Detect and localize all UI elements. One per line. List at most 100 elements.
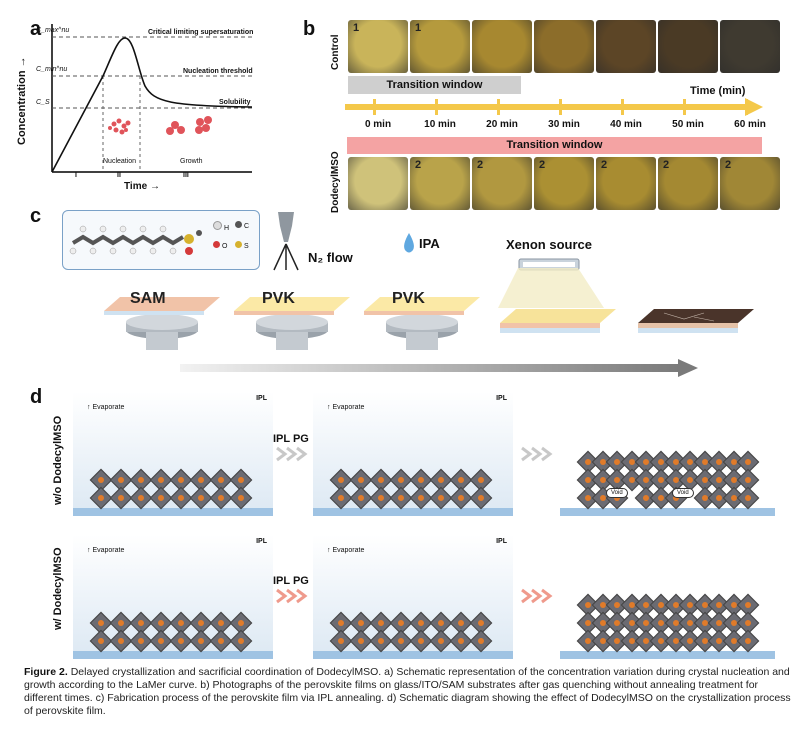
schematic-box-5 [560, 535, 775, 659]
process-arrow [180, 359, 698, 377]
caption-text: Delayed crystallization and sacrificial … [24, 666, 791, 717]
lead-atom [176, 493, 186, 503]
substrate-floor [560, 508, 775, 516]
lead-atom [156, 493, 166, 503]
lead-atom [196, 493, 206, 503]
stage-3-label: III [183, 172, 189, 179]
lead-atom [336, 636, 346, 646]
control-row-label: Control [330, 34, 341, 70]
lead-atom [176, 636, 186, 646]
timeline-arrow [345, 98, 763, 116]
time-axis-title: Time (min) [690, 85, 746, 97]
lead-atom [416, 475, 426, 485]
legend-h: H [213, 221, 229, 232]
xenon-light-beam [498, 268, 604, 308]
lead-atom [196, 636, 206, 646]
lead-atom [476, 636, 486, 646]
lead-atom [396, 475, 406, 485]
c-min-label: C_min^nu [36, 66, 68, 73]
caption-label: Figure 2. [24, 666, 68, 678]
ipl-label: IPL [256, 395, 267, 402]
pvk-layer-label-2: PVK [392, 290, 425, 307]
growth-region-label: Growth [180, 158, 203, 165]
control-photo-3 [534, 20, 594, 73]
legend-s: S [235, 241, 249, 250]
lead-atom [96, 618, 106, 628]
panel-a-letter: a [30, 18, 42, 40]
panel-b-letter: b [303, 18, 316, 40]
panel-d-letter: d [30, 386, 43, 408]
lead-atom [376, 493, 386, 503]
lead-atom [456, 618, 466, 628]
lead-atom [216, 475, 226, 485]
dodecyl-photo-0 [348, 157, 408, 210]
dodecyl-photo-mark: 2 [539, 159, 546, 171]
control-photo-6 [720, 20, 780, 73]
substrate-floor [73, 508, 273, 516]
lead-atom [744, 600, 753, 610]
lead-atom [744, 457, 753, 467]
lead-atom [436, 636, 446, 646]
lead-atom [376, 636, 386, 646]
chevron-arrow-top-1 [276, 446, 308, 462]
dodecyl-photo-mark: 2 [663, 159, 670, 171]
figure-caption: Figure 2. Delayed crystallization and sa… [24, 666, 794, 718]
lead-atom [156, 618, 166, 628]
lead-atom [216, 636, 226, 646]
lead-atom [136, 475, 146, 485]
with-dodecyl-label: w/ DodecylMSO [52, 547, 64, 630]
c-max-label: C_max^nu [36, 27, 70, 34]
without-dodecyl-label: w/o DodecylMSO [52, 415, 64, 505]
lead-atom [336, 618, 346, 628]
ipl-pg-label-bottom: IPL PG [273, 575, 309, 587]
evaporate-label: ↑ Evaporate [327, 547, 365, 554]
legend-c: C [235, 221, 249, 230]
lead-atom [236, 493, 246, 503]
control-photo-5 [658, 20, 718, 73]
control-photo-1: 1 [410, 20, 470, 73]
control-photo-2 [472, 20, 532, 73]
lead-atom [456, 636, 466, 646]
time-label-6: 60 min [734, 119, 766, 130]
control-photo-mark: 1 [415, 22, 422, 34]
ipa-label: IPA [419, 236, 440, 251]
void-label-2: Void [672, 488, 694, 498]
lead-atom [436, 618, 446, 628]
schematic-box-3: IPL↑ Evaporate [73, 535, 273, 659]
lead-atom [116, 618, 126, 628]
lead-atom [176, 618, 186, 628]
lead-atom [744, 493, 753, 503]
lead-atom [96, 475, 106, 485]
lead-atom [176, 475, 186, 485]
substrate-floor [313, 508, 513, 516]
lead-atom [744, 475, 753, 485]
lead-atom [436, 475, 446, 485]
lead-atom [476, 493, 486, 503]
time-label-1: 10 min [424, 119, 456, 130]
ipa-drop-icon [404, 233, 414, 253]
evaporate-label: ↑ Evaporate [327, 404, 365, 411]
lead-atom [356, 618, 366, 628]
lead-atom [476, 618, 486, 628]
c-s-label: C_S [36, 99, 50, 106]
lead-atom [356, 636, 366, 646]
time-label-4: 40 min [610, 119, 642, 130]
panel-a-x-label: Time → [124, 181, 160, 192]
dodecyl-photo-mark: 2 [725, 159, 732, 171]
lead-atom [156, 636, 166, 646]
solubility-label: Solubility [219, 99, 251, 106]
evaporate-label: ↑ Evaporate [87, 547, 125, 554]
lead-atom [96, 493, 106, 503]
lead-atom [236, 636, 246, 646]
time-label-2: 20 min [486, 119, 518, 130]
lead-atom [396, 493, 406, 503]
lead-atom [416, 493, 426, 503]
n2-nozzle-icon [273, 212, 299, 271]
lead-atom [376, 618, 386, 628]
lead-atom [336, 493, 346, 503]
control-photo-mark: 1 [353, 22, 360, 34]
dodecyl-photo-6: 2 [720, 157, 780, 210]
dodecyl-transition-window: Transition window [347, 137, 762, 154]
ipl-label: IPL [496, 395, 507, 402]
